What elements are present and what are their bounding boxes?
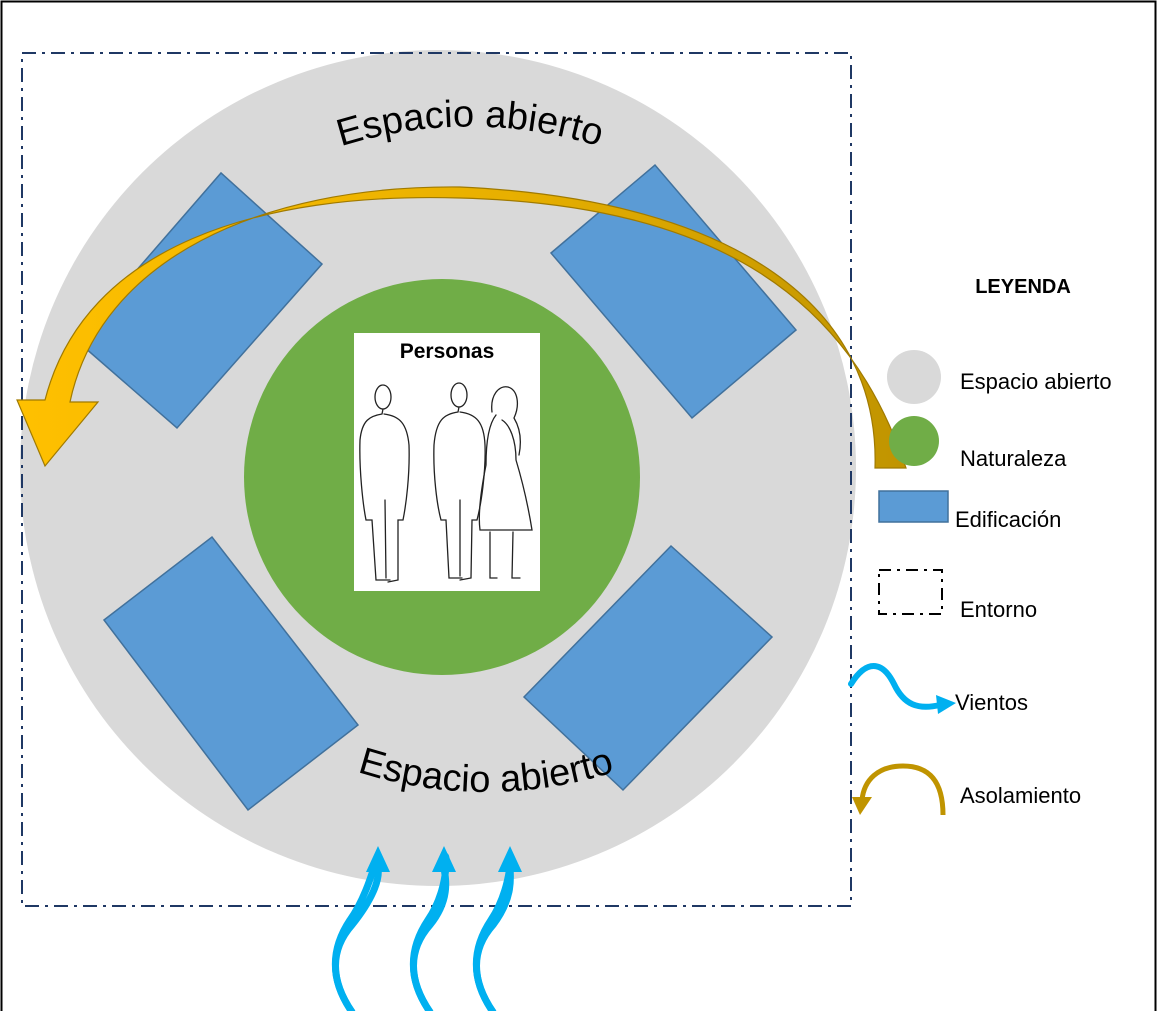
legend: LEYENDA Espacio abierto Naturaleza Edifi… (848, 276, 1112, 816)
legend-label-environment: Entorno (960, 597, 1037, 622)
legend-title: LEYENDA (975, 276, 1071, 298)
dash-dot-box-icon (878, 569, 943, 615)
legend-label-building: Edificación (955, 507, 1061, 532)
people-panel: Personas (354, 333, 540, 591)
wind-shafts (332, 867, 514, 1011)
building-bottom-left (102, 535, 360, 812)
people-sketch (359, 382, 533, 583)
wind-arrow-icon (848, 663, 956, 714)
legend-label-winds: Vientos (955, 690, 1028, 715)
building-top-left (74, 171, 324, 430)
green-circle-icon (889, 416, 939, 466)
legend-label-open-space: Espacio abierto (960, 369, 1112, 394)
blue-rect-icon (878, 490, 949, 523)
people-label: Personas (400, 340, 495, 363)
legend-label-nature: Naturaleza (960, 446, 1067, 471)
gray-circle-icon (887, 350, 941, 404)
sun-path-arrow (16, 186, 907, 469)
wind-heads (366, 846, 522, 872)
building-bottom-right (522, 544, 774, 792)
sun-arc-arrow-icon (852, 763, 946, 816)
legend-label-sun: Asolamiento (960, 783, 1081, 808)
building-top-right (549, 163, 798, 420)
